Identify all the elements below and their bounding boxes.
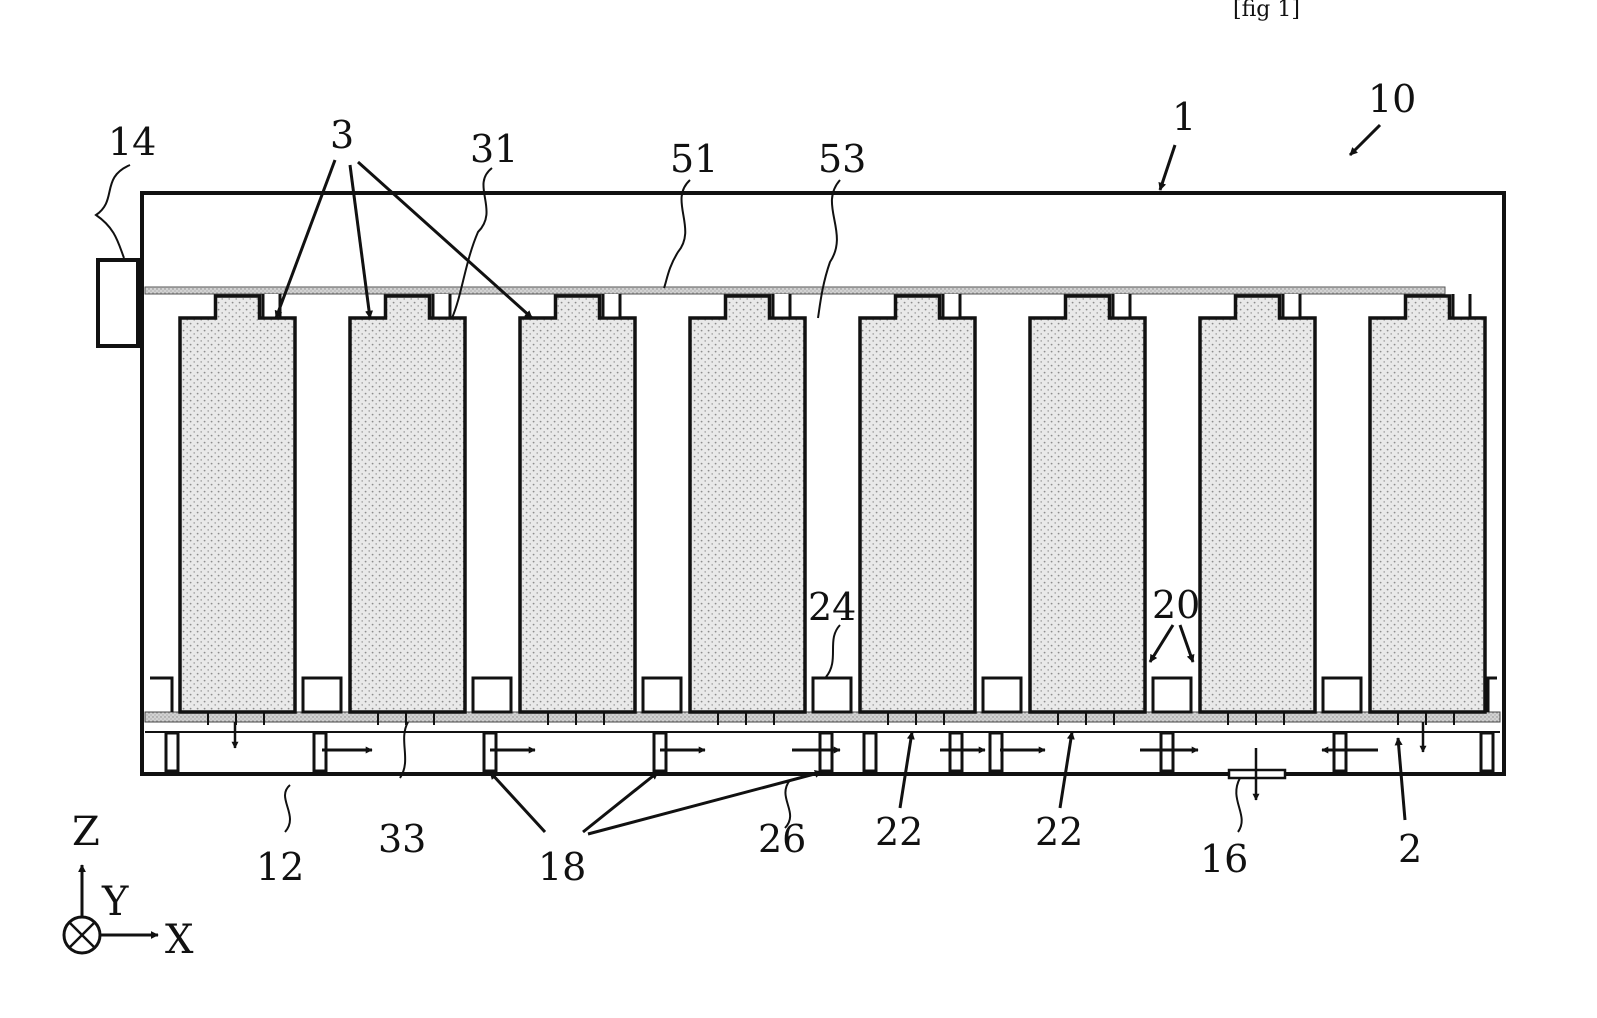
label-2: 2 [1398, 827, 1422, 871]
label-20: 20 [1152, 583, 1200, 627]
connector-box [98, 260, 138, 346]
label-51: 51 [670, 137, 718, 181]
label-33: 33 [378, 817, 426, 861]
flow-fin [864, 733, 876, 771]
busbar-tab [433, 294, 450, 318]
flow-fin [1334, 733, 1346, 771]
busbar-plate [145, 287, 1445, 294]
figure-caption: [fig 1] [1233, 0, 1300, 22]
flow-fin [1161, 733, 1173, 771]
label-22-second: 22 [1035, 810, 1083, 854]
coolant-outlet [1229, 748, 1285, 800]
busbar-tab [1453, 294, 1470, 318]
busbar-tab [603, 294, 620, 318]
label-1: 1 [1172, 95, 1196, 139]
spacer-block [983, 678, 1021, 712]
spacer-block [1323, 678, 1361, 712]
spacer-block [303, 678, 341, 712]
busbar-tab [943, 294, 960, 318]
label-3: 3 [330, 113, 354, 157]
label-22-first: 22 [875, 810, 923, 854]
busbar-tab [773, 294, 790, 318]
flow-fin [484, 733, 496, 771]
busbar-tab [1283, 294, 1300, 318]
flow-fin [654, 733, 666, 771]
spacer-block [1153, 678, 1191, 712]
axis-label-x: X [165, 917, 194, 963]
battery-cell [180, 296, 295, 712]
label-12: 12 [256, 845, 304, 889]
battery-cell [1030, 296, 1145, 712]
flow-fin [990, 733, 1002, 771]
label-26: 26 [758, 817, 806, 861]
axis-label-z: Z [72, 809, 100, 855]
axis-label-y: Y [101, 879, 129, 925]
battery-cell [690, 296, 805, 712]
label-10: 10 [1368, 77, 1416, 121]
battery-cell [860, 296, 975, 712]
battery-cell [1200, 296, 1315, 712]
busbar-tab [1113, 294, 1130, 318]
battery-cell [350, 296, 465, 712]
flow-fin [820, 733, 832, 771]
flow-fin [950, 733, 962, 771]
label-24: 24 [808, 585, 856, 629]
label-14: 14 [108, 120, 156, 164]
label-31: 31 [470, 127, 518, 171]
spacer-block [643, 678, 681, 712]
flow-fin [1481, 733, 1493, 771]
label-16: 16 [1200, 837, 1248, 881]
label-53: 53 [818, 137, 866, 181]
battery-cell [1370, 296, 1485, 712]
label-18: 18 [538, 845, 586, 889]
flow-fin [166, 733, 178, 771]
spacer-block [473, 678, 511, 712]
battery-cell [520, 296, 635, 712]
coordinate-axes: Z Y X [64, 809, 194, 963]
spacer-block [813, 678, 851, 712]
flow-fin [314, 733, 326, 771]
